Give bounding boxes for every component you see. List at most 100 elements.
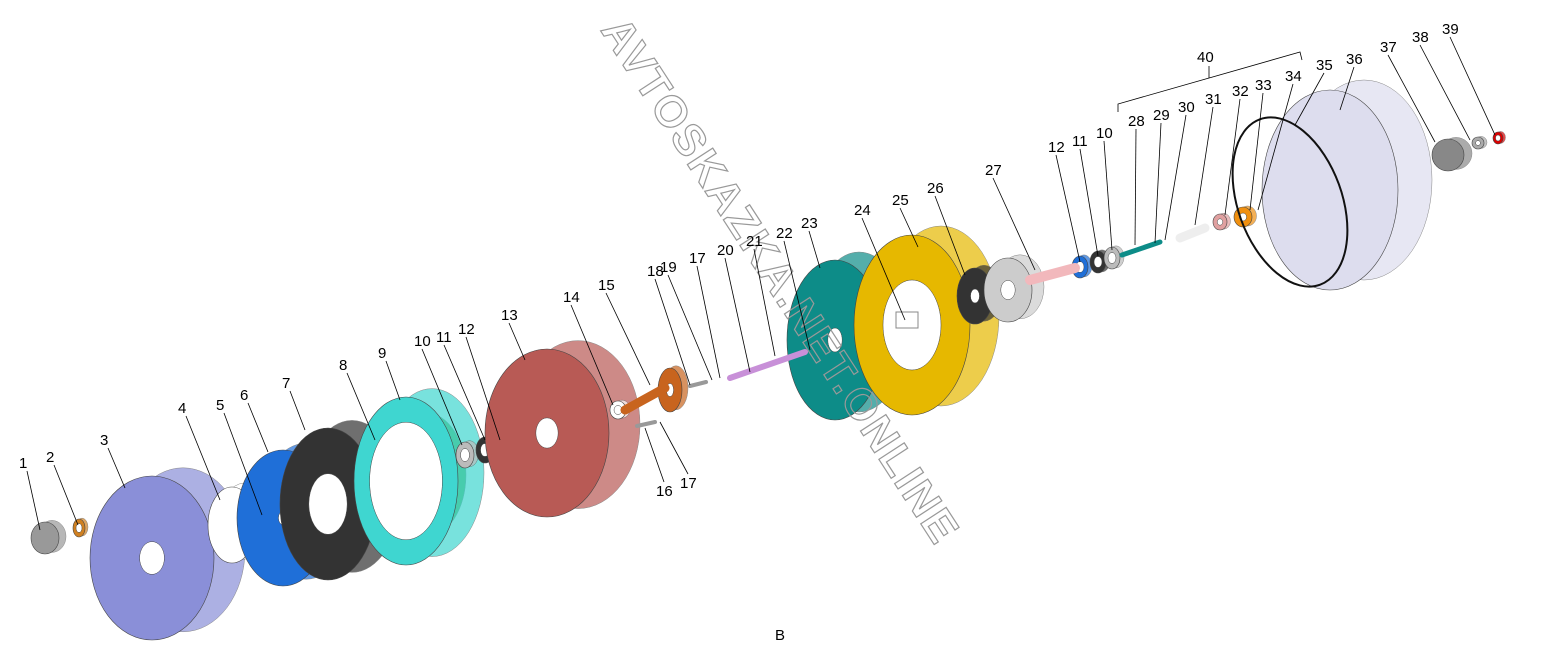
leader-line-32 [1224, 98, 1241, 216]
part-15-hub [657, 365, 689, 413]
leader-line-31 [1194, 106, 1214, 226]
leader-line-1 [26, 470, 41, 531]
leader-line-6 [247, 402, 269, 453]
leader-line-20 [724, 257, 751, 373]
callout-11: 11 [436, 329, 452, 346]
leader-line-19 [667, 274, 713, 381]
part-31-spring [1175, 223, 1210, 243]
callout-35: 35 [1316, 57, 1333, 74]
leader-line-4 [185, 415, 221, 501]
callout-17: 17 [680, 475, 697, 492]
part-15-shaft [620, 383, 670, 415]
leader-line-16 [644, 427, 665, 483]
part-10-washer [455, 440, 479, 469]
callout-27: 27 [985, 162, 1002, 179]
leader-line-23 [808, 230, 821, 269]
callout-10: 10 [414, 333, 431, 350]
leader-line-39 [1449, 36, 1496, 136]
leader-line-28 [1134, 128, 1137, 246]
leader-line-25 [899, 207, 919, 248]
leader-line-15 [605, 292, 651, 386]
part-38-nut [1471, 136, 1488, 150]
callout-37: 37 [1380, 39, 1397, 56]
leader-line-33 [1249, 92, 1264, 211]
leader-line-18 [654, 278, 691, 386]
callout-22: 22 [776, 225, 793, 242]
callout-2: 2 [46, 449, 54, 466]
leader-line-34 [1257, 83, 1294, 211]
callout-6: 6 [240, 387, 248, 404]
leader-line-37 [1387, 54, 1436, 143]
leader-line-8 [346, 372, 376, 441]
leader-line-10 [1103, 140, 1113, 251]
callout-40: 40 [1197, 49, 1214, 66]
callout-19: 19 [660, 259, 677, 276]
part-36-rear-housing [1261, 79, 1433, 291]
callout-7: 7 [282, 375, 290, 392]
leader-line-26 [934, 195, 966, 276]
leader-line-5 [223, 412, 263, 516]
part-39-clip [1492, 131, 1506, 145]
leader-line-38 [1419, 44, 1471, 141]
callout-25: 25 [892, 192, 909, 209]
part-2-ring [72, 517, 89, 538]
leader-line-21 [753, 248, 776, 357]
callout-21: 21 [746, 233, 763, 250]
callout-34: 34 [1285, 68, 1302, 85]
part-24-spring [895, 311, 919, 329]
callout-15: 15 [598, 277, 615, 294]
part-27-plate [983, 254, 1045, 323]
leader-line-17 [659, 421, 689, 475]
bracket-40 [1117, 51, 1303, 112]
callout-12: 12 [1048, 139, 1065, 156]
part-20-pushrod [727, 349, 808, 381]
callout-4: 4 [178, 400, 186, 417]
callout-8: 8 [339, 357, 347, 374]
part-13-shell [484, 340, 641, 518]
leader-line-35 [1294, 72, 1325, 126]
callout-32: 32 [1232, 83, 1249, 100]
leader-line-11 [443, 344, 486, 441]
callout-36: 36 [1346, 51, 1363, 68]
part-1-fitting [30, 520, 67, 555]
leader-line-2 [53, 464, 79, 526]
callout-14: 14 [563, 289, 580, 306]
callout-9: 9 [378, 345, 386, 362]
leader-line-9 [385, 360, 401, 401]
leader-line-13 [508, 322, 526, 361]
leader-line-36 [1339, 66, 1355, 111]
callout-11: 11 [1072, 133, 1088, 150]
callout-31: 31 [1205, 91, 1222, 108]
part-32-ring [1212, 212, 1231, 231]
leader-line-14 [570, 304, 614, 406]
part-37-boot [1431, 137, 1473, 172]
leader-line-12 [465, 336, 501, 441]
callout-10: 10 [1096, 125, 1113, 142]
leader-line-29 [1154, 122, 1162, 244]
callout-30: 30 [1178, 99, 1195, 116]
part-10b-washer [1103, 245, 1125, 270]
leader-line-10 [421, 348, 463, 446]
callout-5: 5 [216, 397, 224, 414]
leader-line-24 [861, 217, 906, 321]
leader-line-3 [107, 447, 126, 489]
part-9-gasket [353, 388, 485, 566]
callout-24: 24 [854, 202, 871, 219]
callout-13: 13 [501, 307, 518, 324]
callout-26: 26 [927, 180, 944, 197]
callout-3: 3 [100, 432, 108, 449]
part-18-bolt [688, 380, 708, 388]
callout-39: 39 [1442, 21, 1459, 38]
leader-line-12 [1055, 154, 1081, 263]
callout-23: 23 [801, 215, 818, 232]
callout-17: 17 [689, 250, 706, 267]
callout-38: 38 [1412, 29, 1429, 46]
callout-28: 28 [1128, 113, 1145, 130]
callout-29: 29 [1153, 107, 1170, 124]
callout-18: 18 [647, 263, 664, 280]
leader-line-11 [1079, 148, 1099, 257]
leader-line-17 [696, 265, 721, 379]
callout-33: 33 [1255, 77, 1272, 94]
